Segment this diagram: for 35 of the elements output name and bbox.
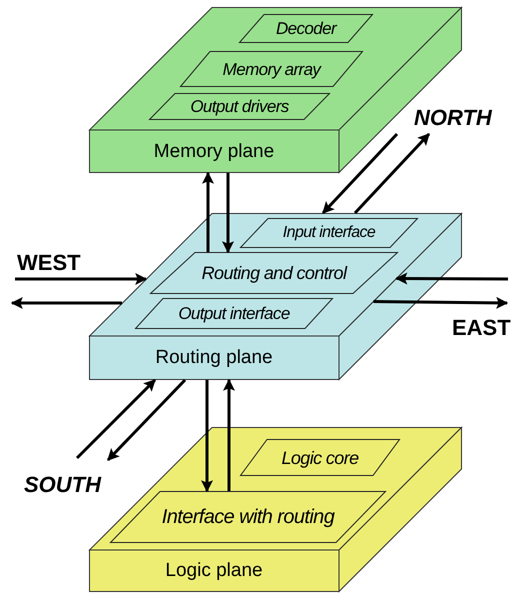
component-label: Input interface [282,225,376,241]
component-label: Output interface [178,305,290,322]
component-block [149,93,330,120]
arrow [10,297,122,309]
arrow [373,296,508,309]
component-label: Interface with routing [162,507,334,527]
component-block [135,298,333,329]
arrow [106,378,186,462]
component-label: Routing and control [202,264,346,282]
component-block [240,439,400,476]
direction-label: WEST [17,252,81,274]
arrow [202,172,214,252]
arrow [15,273,148,285]
component-label: Output drivers [190,98,289,115]
arrow [76,378,156,460]
arrow [395,272,508,285]
component-block [150,252,398,294]
arrow [322,132,398,214]
arrow [201,380,213,492]
arrow [223,378,235,491]
component-block [110,491,386,543]
plane-label: Routing plane [154,348,274,367]
component-block [180,51,363,87]
plane-label: Logic plane [164,561,264,580]
arrow [354,132,430,214]
direction-label: EAST [452,317,511,339]
component-block [239,14,373,43]
component-label: Memory array [222,60,320,78]
direction-label: SOUTH [24,474,101,496]
arrow [222,173,234,254]
component-label: Logic core [281,448,359,466]
direction-label: NORTH [414,107,492,129]
component-block [240,218,418,248]
component-label: Decoder [276,20,336,37]
plane-label: Memory plane [152,142,276,160]
